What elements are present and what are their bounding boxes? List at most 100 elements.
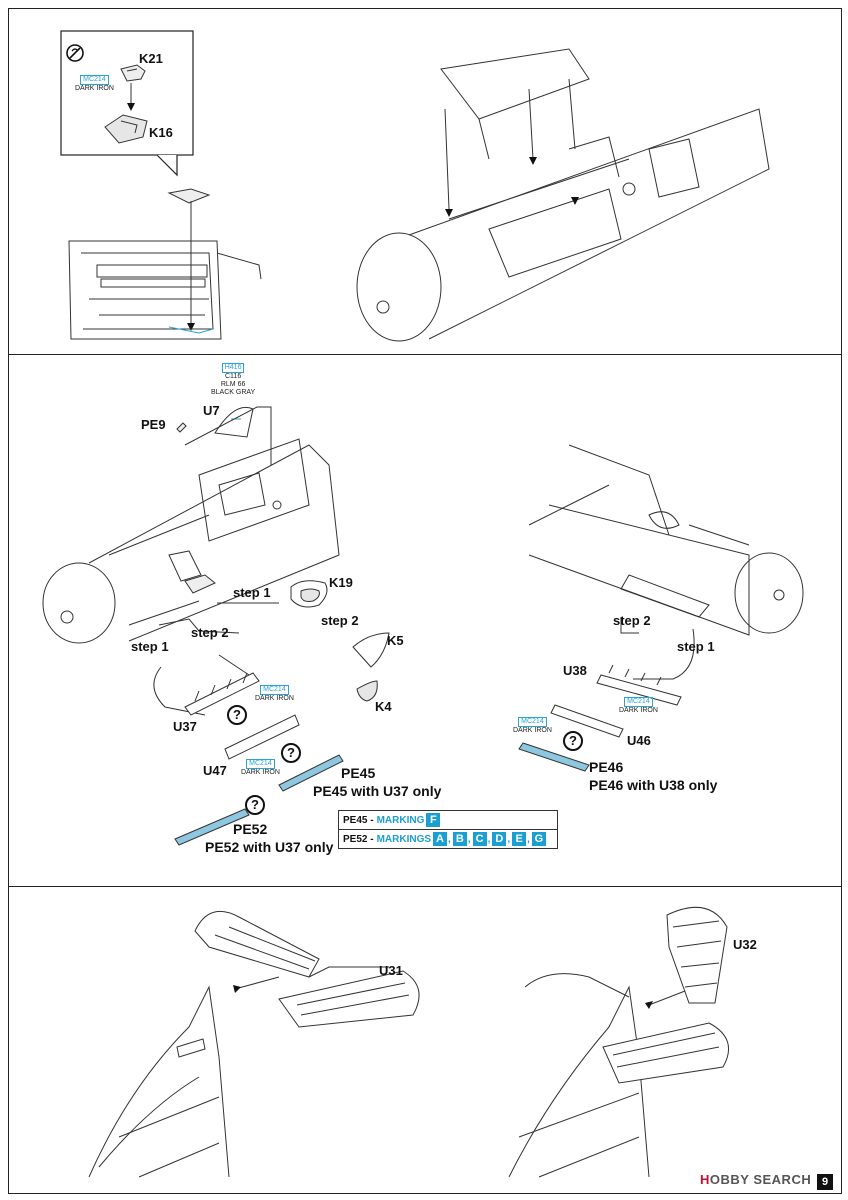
fuselage-right-middle [528, 444, 804, 636]
part-label-u7: U7 [203, 403, 220, 418]
step1b-line [153, 666, 206, 716]
u38-part [596, 664, 682, 706]
k5-part [352, 632, 390, 668]
u47-color-name: DARK IRON [241, 769, 280, 776]
part-label-pe52: PE52 [233, 821, 268, 837]
no-glue-icon [66, 44, 84, 62]
u37-code-box: MC214 [260, 685, 289, 695]
step-label-right-1: step 1 [677, 639, 715, 654]
option-question-icon: ? [227, 705, 247, 725]
legend-marking-letter: G [531, 832, 546, 846]
u7-h-code: H416 [221, 363, 245, 373]
u38-color-name: DARK IRON [619, 707, 658, 714]
step2a-line [158, 618, 240, 634]
step-label-right-2: step 2 [613, 613, 651, 628]
part-label-k4: K4 [375, 699, 392, 714]
option-question-icon: ? [563, 731, 583, 751]
callout-pointer [156, 154, 178, 177]
u47-code-box: MC214 [246, 759, 275, 769]
part-label-u32: U32 [733, 937, 757, 952]
u31-arrow-line [234, 976, 280, 990]
cockpit-interior-left [68, 240, 262, 340]
u32-arrow-line [648, 990, 686, 1006]
legend-separator: , [507, 833, 511, 845]
u47-color-code: MC214 DARK IRON [241, 759, 280, 777]
u32-part [666, 906, 728, 1004]
step-label-left-2a: step 2 [191, 625, 229, 640]
k16-small-part [167, 188, 211, 204]
step-label-left-1a: step 1 [233, 585, 271, 600]
fuselage-right [356, 48, 770, 342]
part-label-pe46: PE46 [589, 759, 624, 775]
step-label-left-1b: step 1 [131, 639, 169, 654]
option-question-icon: ? [281, 743, 301, 763]
legend-row-pe52: PE52 - MARKINGS A, B, C, D, E, G [339, 829, 557, 848]
k16-part [104, 114, 148, 144]
legend-marking-letter: C [472, 832, 487, 846]
legend-row1-key: MARKING [376, 814, 425, 826]
u47-part [224, 714, 300, 760]
legend-separator: , [487, 833, 491, 845]
part-label-u37: U37 [173, 719, 197, 734]
legend-separator: , [467, 833, 471, 845]
k21-part [120, 64, 146, 82]
u7-rlm: RLM 66 [220, 381, 246, 388]
u38-color-code: MC214 DARK IRON [619, 697, 658, 715]
marking-legend: PE45 - MARKING F PE52 - MARKINGS A, B, C… [338, 810, 558, 849]
legend-row-pe45: PE45 - MARKING F [339, 811, 557, 829]
legend-row2-key: MARKINGS [376, 833, 432, 845]
panel-middle: H416 C116 RLM 66 BLACK GRAY U7 PE9 step … [8, 354, 842, 888]
legend-marking-letter: A [433, 832, 448, 846]
watermark-text: OBBY SEARCH [709, 1172, 812, 1187]
k21-color-name: DARK IRON [75, 85, 114, 92]
step2b-line [218, 654, 250, 676]
legend-marking-letter: D [492, 832, 507, 846]
panel-middle-drawing [42, 406, 804, 846]
tail-right [508, 973, 650, 1178]
pe45-part [278, 754, 344, 792]
u37-color-name: DARK IRON [255, 695, 294, 702]
u7-color-code: H416 C116 RLM 66 BLACK GRAY [211, 363, 255, 397]
part-label-k21: K21 [139, 51, 163, 66]
panel-top: K21 MC214 DARK IRON K16 [8, 8, 842, 356]
u38-code-box: MC214 [624, 697, 653, 707]
u46-color-name: DARK IRON [513, 727, 552, 734]
part-label-pe9: PE9 [141, 417, 166, 432]
part-label-k5: K5 [387, 633, 404, 648]
u37-part [184, 672, 260, 716]
right-elevator [602, 1022, 730, 1084]
hobby-search-watermark: HOBBY SEARCH [700, 1172, 811, 1187]
page-number: 9 [817, 1174, 833, 1190]
pe45-note: PE45 with U37 only [313, 783, 442, 799]
pe46-part [518, 742, 590, 772]
legend-marking-letter: F [426, 813, 441, 827]
part-label-pe45: PE45 [341, 765, 376, 781]
legend-row1-label: PE45 - [343, 814, 374, 826]
part-label-u46: U46 [627, 733, 651, 748]
fuselage-left [42, 438, 340, 644]
option-question-icon: ? [245, 795, 265, 815]
panel-top-drawing [60, 30, 770, 342]
panel-bottom: U31 U32 [8, 886, 842, 1194]
pe52-part [174, 808, 250, 846]
part-label-u38: U38 [563, 663, 587, 678]
watermark-h: H [700, 1172, 710, 1187]
part-label-u31: U31 [379, 963, 403, 978]
k21-code-box: MC214 [80, 75, 109, 85]
k4-part [356, 680, 378, 702]
u46-color-code: MC214 DARK IRON [513, 717, 552, 735]
u31-part [194, 910, 420, 1028]
panel-bottom-drawing [88, 906, 730, 1178]
pe9-part [176, 422, 187, 433]
k21-color-code: MC214 DARK IRON [75, 75, 114, 93]
part-label-k19: K19 [329, 575, 353, 590]
u46-code-box: MC214 [518, 717, 547, 727]
pe46-note: PE46 with U38 only [589, 777, 718, 793]
u37-color-code: MC214 DARK IRON [255, 685, 294, 703]
u7-c-code: C116 [225, 373, 242, 380]
u46-part [550, 704, 624, 738]
legend-row2-label: PE52 - [343, 833, 374, 845]
part-label-u47: U47 [203, 763, 227, 778]
legend-marking-letter: B [452, 832, 467, 846]
u7-color-name: BLACK GRAY [211, 389, 256, 396]
